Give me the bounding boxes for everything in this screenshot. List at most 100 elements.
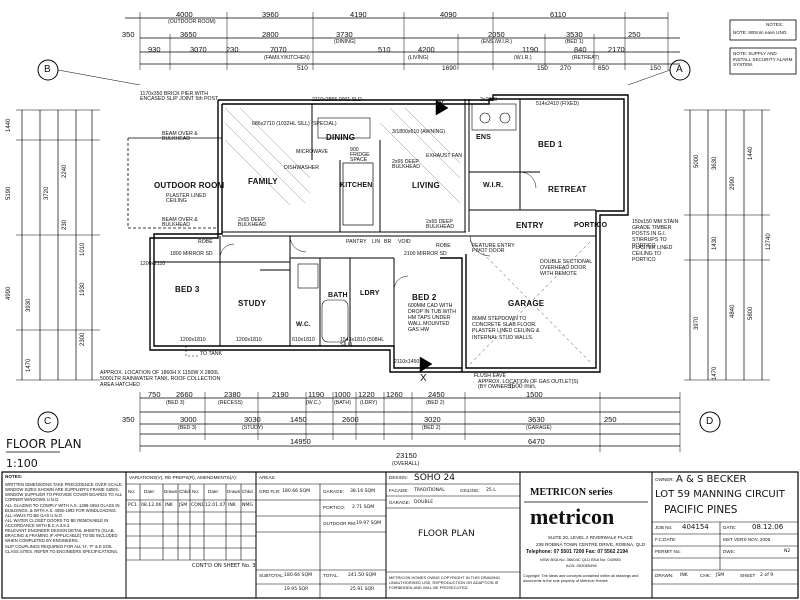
- note-exhaust-fan: EXHAUST FAN: [426, 153, 462, 159]
- note-dishwasher: DISHWASHER: [284, 165, 319, 171]
- dim-bot1-8: 2450: [428, 390, 445, 399]
- mst-ver-label: MST VER:: [723, 537, 745, 542]
- dim-bot2-6: 3630: [528, 415, 545, 424]
- dim-bot2-1: 3000: [180, 415, 197, 424]
- owner-suburb: PACIFIC PINES: [664, 504, 738, 516]
- date-value: 08.12.06: [752, 523, 784, 531]
- note-garage-step: 86MM STEPDOWN TO CONCRETE SLAB FLOOR. PL…: [472, 316, 540, 341]
- note-robe-1: ROBE: [198, 239, 213, 245]
- dim-right-9: 1470: [712, 366, 718, 380]
- room-label-bed3: BED 3: [175, 285, 200, 294]
- room-label-kitchen: KITCHEN: [340, 182, 373, 189]
- chkd-value: JSM: [716, 573, 725, 578]
- note-eave: NOTE: 600mm eave UNO.: [733, 30, 788, 35]
- sheet-label: SHEET: [740, 573, 756, 578]
- sheet-value: 2 of 9: [760, 573, 774, 578]
- general-note: WINDOW SUPPLIER TO PROVIDE COVER BOARDS …: [5, 492, 123, 503]
- dim-left-9: 1930: [80, 282, 86, 296]
- dim-top3-8: 840: [574, 45, 587, 54]
- dim-left-10: 2300: [80, 332, 86, 346]
- variations-continued: CONT'D ON SHEET No. 3: [192, 563, 256, 569]
- note-feature-entry: FEATURE ENTRY PIVOT DOOR: [472, 243, 515, 255]
- floor-plan-title: FLOOR PLAN: [6, 437, 82, 451]
- dim-top3-0: 930: [148, 45, 161, 54]
- dim-bot1-2: 2380: [224, 390, 241, 399]
- note-window-top: 686x2710 (1032HL SILL) (SPECIAL): [252, 121, 337, 127]
- room-label-wir: W.I.R.: [483, 182, 504, 189]
- dim-bot-overall-label: (OVERALL): [392, 461, 420, 467]
- dim-top3-2: 230: [226, 45, 239, 54]
- dim-bot1-label-ldry: (LDRY): [360, 400, 378, 406]
- dim-top2-2: 2800: [262, 30, 279, 39]
- dim-top3-label-wir: (W.I.R.): [514, 55, 532, 61]
- dim-bot1-1: 2660: [176, 390, 193, 399]
- dim-bot2-4: 2600: [342, 415, 359, 424]
- dim-bot1-5: 1000: [334, 390, 351, 399]
- note-pantry: PANTRY: [346, 239, 367, 245]
- dim-left-2: 4990: [6, 286, 12, 300]
- dim-top-outdoor-label: (OUTDOOR ROOM): [168, 19, 216, 25]
- variations-cell: NMG: [242, 503, 253, 508]
- variations-cell: INK: [228, 503, 236, 508]
- grid-marker-c: C: [44, 416, 52, 427]
- dim-top3-label-family: (FAMILY/KITCHEN): [264, 55, 310, 61]
- note-beam-over-1: BEAM OVER & BULKHEAD: [162, 131, 198, 143]
- dim-bot2-label-garage: (GARAGE): [526, 425, 552, 431]
- dim-top-misc-1: 1690: [442, 65, 457, 72]
- variations-cell: PC1: [128, 503, 137, 508]
- dim-right-3: 5800: [748, 306, 754, 320]
- mst-ver-value: 0 NOV. 2006: [744, 537, 771, 542]
- note-window-bath: 1543x1810 (508HL SILL): [340, 337, 384, 349]
- room-label-bed1: BED 1: [538, 140, 563, 149]
- variations-col-date: Date:: [144, 489, 155, 494]
- dim-right-2: 12740: [766, 233, 772, 250]
- general-notes-heading: NOTES:: [5, 474, 23, 479]
- floor-plan-scale: 1:100: [6, 457, 38, 470]
- note-microwave: MICROWAVE: [296, 149, 328, 155]
- dim-top-6110: 6110: [550, 10, 567, 19]
- general-note: ALL HWUs TO BE GAS U.N.O.: [5, 512, 64, 518]
- dim-right-0: 5000: [694, 154, 700, 168]
- dim-top2-5: 3530: [566, 30, 583, 39]
- variations-col-drawn: Drawn: [164, 489, 178, 494]
- ceiling-label: CEILING:: [460, 488, 480, 493]
- variations-col-drawn2: Drawn: [227, 489, 241, 494]
- variations-cell: CON1: [191, 503, 205, 508]
- dim-bot3-1: 6470: [528, 437, 545, 446]
- note-bed2-wall: 2100 MIRROR SD: [404, 251, 447, 257]
- note-br: BR: [384, 239, 392, 245]
- garage-label: GARAGE:: [389, 500, 410, 505]
- variations-cell: 08.12.06: [141, 503, 162, 508]
- note-flush-eave: FLUSH EAVE: [474, 373, 506, 379]
- note-deep-bulkhead-3: 2x65 DEEP BULKHEAD: [426, 219, 454, 231]
- dim-bot2-2: 3030: [244, 415, 261, 424]
- dim-bot1-3: 2190: [272, 390, 289, 399]
- areas-total-label: TOTAL:: [323, 573, 339, 578]
- dim-bot1-label-bath: (BATH): [334, 400, 351, 406]
- general-note: RELEVANT ENGINEER DESIGN DETAIL SHEETS (…: [5, 528, 118, 544]
- dim-left-7: 230: [62, 219, 68, 230]
- areas-subtotal-label: SUBTOTAL:: [259, 573, 285, 578]
- facade-value: TRADITIONAL: [414, 488, 445, 493]
- dim-left-4: 1470: [26, 358, 32, 372]
- general-notes-list: WRITTEN DIMENSIONS TAKE PRECEDENCE OVER …: [5, 482, 123, 554]
- sheet-title: FLOOR PLAN: [418, 529, 475, 539]
- dim-top-4190: 4190: [350, 10, 367, 19]
- areas-garage-label: GARAGE:: [323, 489, 344, 494]
- room-label-living: LIVING: [412, 181, 440, 190]
- room-label-outdoor: OUTDOOR ROOM: [154, 181, 225, 190]
- dim-bot2-3: 1450: [290, 415, 307, 424]
- areas-heading: AREAS:: [259, 475, 276, 480]
- dim-top-4090: 4090: [440, 10, 457, 19]
- room-label-wc: W.C.: [296, 321, 311, 328]
- note-gas-outlet: APPROX. LOCATION OF GAS OUTLET(S) (BY OW…: [478, 379, 579, 391]
- dim-bot2-label-bed2: (BED 2): [422, 425, 441, 431]
- note-portico-post: 150x150 MM STAIN GRADE TIMBER POSTS IN G…: [632, 219, 679, 249]
- dim-top3-5: 510: [378, 45, 391, 54]
- note-window-study: 1200x1810: [180, 337, 206, 343]
- dim-bot1-4: 1190: [308, 390, 325, 399]
- dim-bot1-7: 1260: [386, 390, 403, 399]
- company-licences: NSW BSA No: 36604C QLD BSA No: 040985: [540, 557, 621, 562]
- metricon-logo: metricon: [530, 504, 615, 529]
- variations-cell: INK: [165, 503, 173, 508]
